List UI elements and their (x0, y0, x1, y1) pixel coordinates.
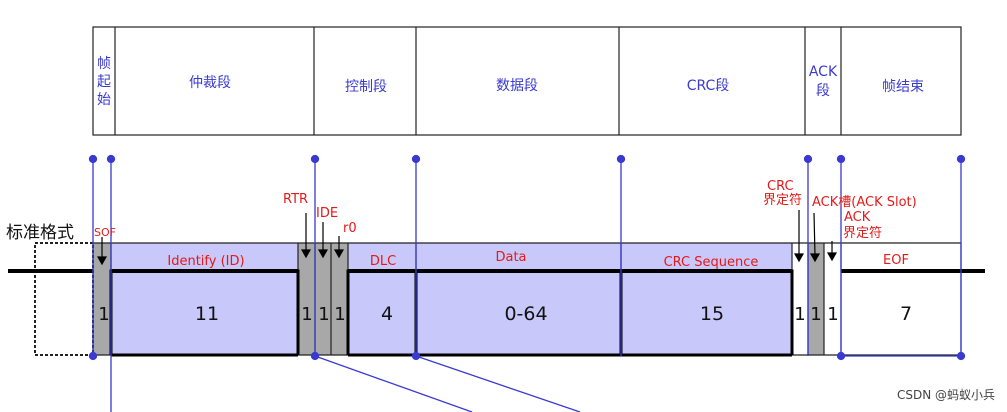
crc-sequence-fill (621, 243, 792, 355)
bit-count-dlc: 4 (381, 303, 393, 325)
segment-table (92, 26, 962, 136)
bit-count-ide: 1 (318, 304, 329, 325)
guide-lines (88, 154, 966, 412)
idle-bus-box (34, 242, 94, 356)
bit-count-ack-delim: 1 (827, 304, 838, 325)
ack-slot-fill (808, 243, 824, 355)
frame-fields (93, 243, 824, 355)
segment-arbitration-label: 仲裁段 (189, 75, 231, 91)
segment-sof-label-3: 始 (97, 92, 111, 108)
identify-field-fill (111, 243, 298, 355)
pointer-rtr-label: RTR (283, 192, 308, 207)
segment-crc-label: CRC段 (687, 78, 730, 94)
bit-count-crc: 15 (700, 303, 724, 325)
bit-count-ack-slot: 1 (810, 304, 821, 325)
segment-data-label: 数据段 (496, 78, 538, 94)
bit-count-r0: 1 (334, 304, 345, 325)
segment-eof-label: 帧结束 (882, 79, 924, 95)
control-bits-fill (298, 243, 348, 355)
segment-sof-label-2: 起 (97, 74, 111, 90)
format-label: 标准格式 (6, 223, 74, 243)
pointer-sof-label: SOF (94, 226, 116, 239)
segment-sof-label-1: 帧 (97, 56, 111, 72)
pointer-ack-delim-label-2: 界定符 (843, 225, 882, 241)
pointer-crc-delim-label-1: CRC (767, 179, 794, 194)
pointer-arrows (96, 210, 838, 266)
field-identify-label: Identify (ID) (167, 254, 244, 269)
pointer-ide-label: IDE (316, 206, 338, 221)
bit-count-eof: 7 (900, 303, 912, 325)
field-crc-sequence-label: CRC Sequence (664, 255, 759, 270)
pointer-ack-delim-label-1: ACK (844, 210, 871, 225)
pointer-ack-slot-label: ACK槽(ACK Slot) (812, 195, 917, 210)
bit-count-data: 0-64 (504, 303, 547, 325)
pointer-crc-delim-label-2: 界定符 (763, 192, 802, 208)
field-dlc-label: DLC (370, 254, 396, 269)
field-data-label: Data (495, 250, 526, 265)
bit-count-rtr: 1 (301, 304, 312, 325)
segment-ack-label-2: 段 (816, 83, 830, 99)
watermark: CSDN @蚂蚁小兵 (897, 387, 995, 402)
bit-count-sof: 1 (98, 304, 109, 325)
field-eof-label: EOF (883, 253, 909, 268)
dlc-data-field-fill (348, 243, 621, 355)
segment-ack-label-1: ACK (809, 64, 838, 80)
pointer-r0-label: r0 (343, 221, 357, 236)
sof-bit-fill (93, 243, 111, 355)
segment-control-label: 控制段 (345, 79, 387, 95)
segment-table-border (92, 26, 962, 136)
bit-count-crc-delim: 1 (794, 304, 805, 325)
bit-count-id: 11 (195, 303, 219, 325)
